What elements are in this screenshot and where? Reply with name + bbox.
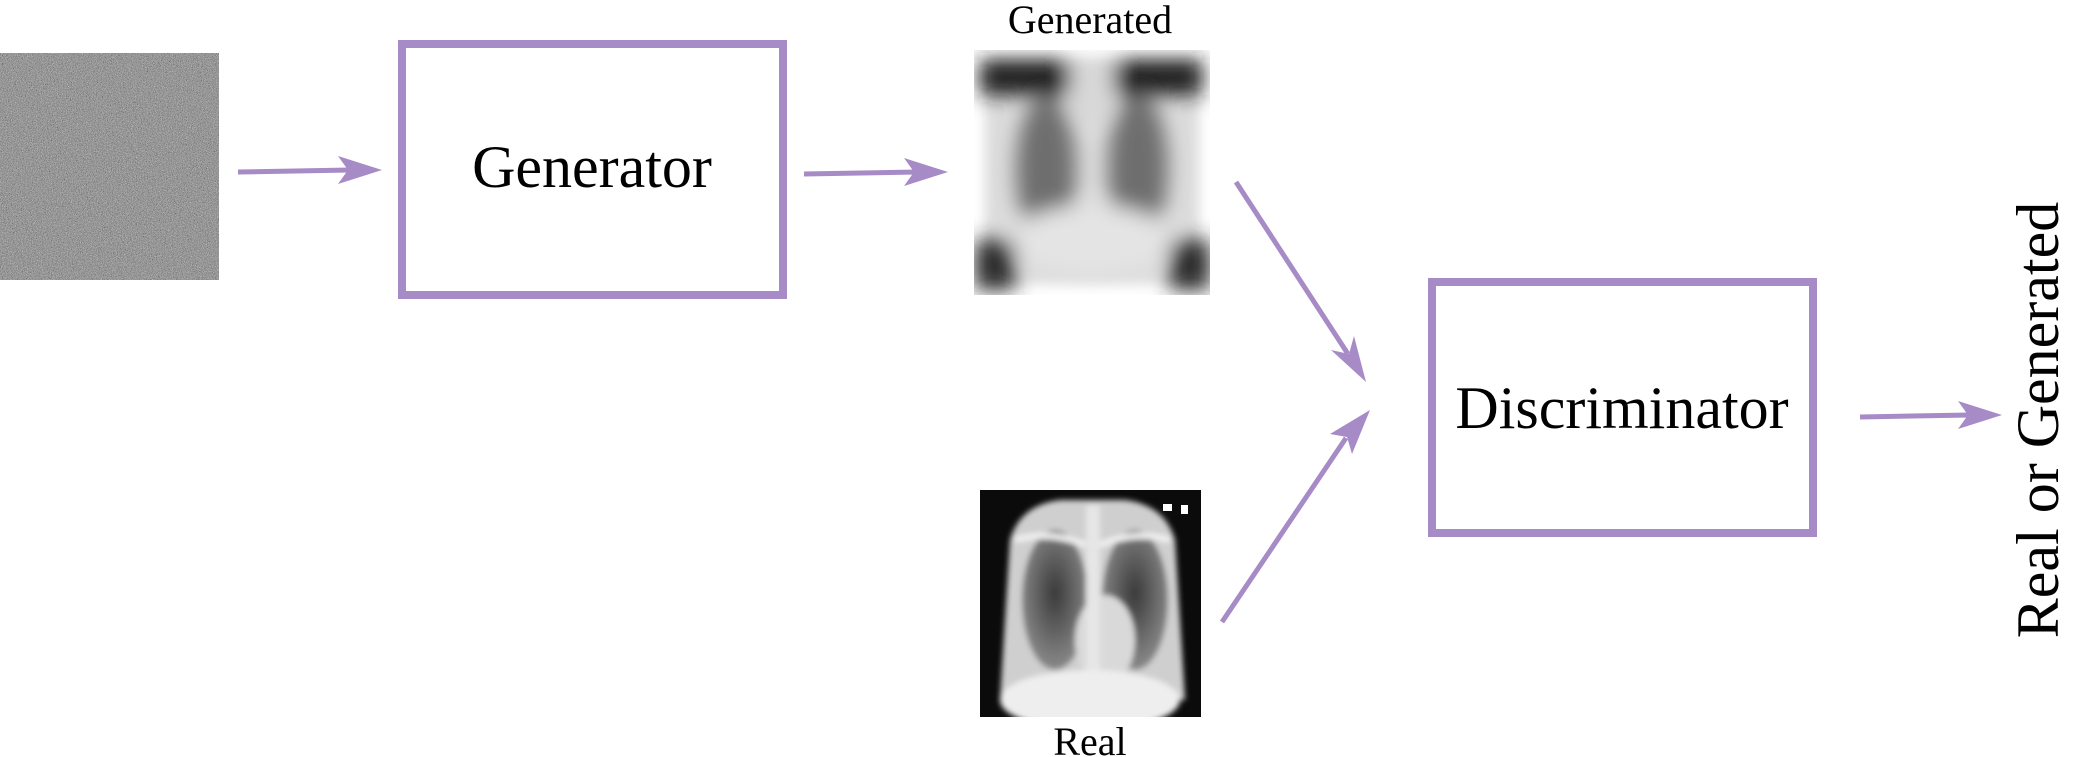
arrow-generated-to-discriminator <box>1233 180 1366 382</box>
generated-image-label: Generated <box>1008 0 1172 42</box>
output-label: Real or Generated <box>2005 202 2071 638</box>
generator-block: Generator <box>398 40 787 299</box>
discriminator-label: Discriminator <box>1455 375 1788 441</box>
arrow-generator-to-generated <box>803 158 948 186</box>
noise-image <box>0 53 219 280</box>
arrow-noise-to-generator <box>237 156 382 184</box>
real-image-label: Real <box>1053 719 1126 757</box>
generated-xray-image <box>975 60 1210 290</box>
real-xray-image <box>980 490 1201 717</box>
arrow-discriminator-to-output <box>1859 401 2002 429</box>
generator-label: Generator <box>472 134 712 200</box>
discriminator-block: Discriminator <box>1428 278 1817 537</box>
arrow-real-to-discriminator <box>1219 410 1370 624</box>
